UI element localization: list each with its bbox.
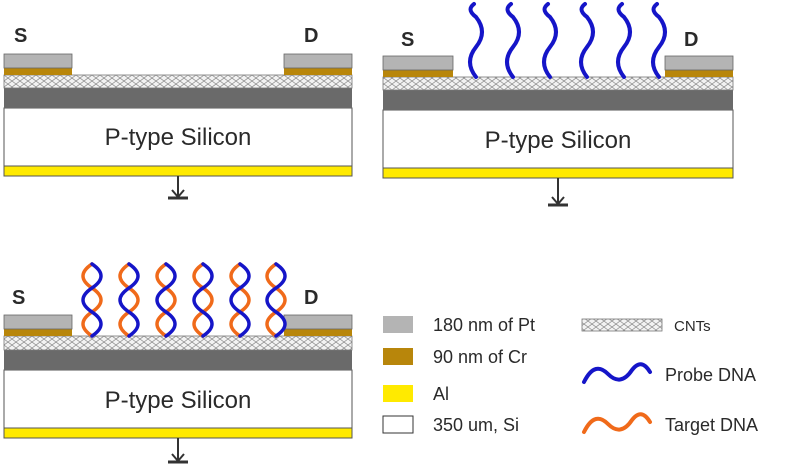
double-helix-group xyxy=(81,262,287,338)
legend-item-target: Target DNA xyxy=(582,412,758,435)
oxide-layer xyxy=(4,88,352,108)
source-cr-layer xyxy=(4,68,72,75)
source-label: S xyxy=(14,25,27,47)
legend-item-probe: Probe DNA xyxy=(582,362,756,385)
cnt-layer xyxy=(3,74,353,89)
drain-cr-layer xyxy=(665,70,733,77)
target-dna-strand xyxy=(81,262,103,338)
panel-probe-device: S D P-type Silicon xyxy=(382,2,734,207)
legend-label-pt: 180 nm of Pt xyxy=(433,315,535,335)
legend-item-si: 350 um, Si xyxy=(382,415,519,435)
drain-cr-layer xyxy=(284,329,352,336)
legend-swatch-cnt xyxy=(581,318,663,332)
probe-dna-strands xyxy=(468,2,667,79)
probe-dna-strand xyxy=(579,2,595,79)
drain-label: D xyxy=(304,25,318,47)
legend-swatch-pt xyxy=(383,316,413,333)
legend-swatch-target-icon xyxy=(582,412,652,434)
al-back-contact xyxy=(382,167,734,179)
cnt-layer xyxy=(3,335,353,351)
probe-dna-strand xyxy=(505,2,521,79)
drain-pt-electrode xyxy=(664,55,734,71)
target-dna-strand xyxy=(229,262,251,338)
probe-dna-strand xyxy=(118,262,140,338)
panel-bare-device: S D P-type Silicon xyxy=(3,25,353,200)
oxide-layer xyxy=(4,350,352,370)
source-cr-layer xyxy=(4,329,72,336)
probe-dna-strand xyxy=(155,262,177,338)
substrate-label: P-type Silicon xyxy=(485,127,632,154)
legend-item-cr: 90 nm of Cr xyxy=(383,347,527,367)
legend-swatch-al xyxy=(383,385,413,402)
legend-swatch-cr xyxy=(383,348,413,365)
silicon-substrate xyxy=(3,369,353,429)
legend-label-cr: 90 nm of Cr xyxy=(433,347,527,367)
source-label: S xyxy=(12,287,25,309)
substrate-label: P-type Silicon xyxy=(105,124,252,151)
legend-label-cnt: CNTs xyxy=(674,318,711,335)
al-back-contact xyxy=(3,165,353,177)
legend-label-probe: Probe DNA xyxy=(665,365,756,385)
substrate-label: P-type Silicon xyxy=(105,387,252,414)
source-label: S xyxy=(401,29,414,51)
target-dna-strand xyxy=(155,262,177,338)
drain-pt-electrode xyxy=(283,53,353,69)
probe-dna-strand xyxy=(192,262,214,338)
source-pt-electrode xyxy=(3,53,73,69)
target-dna-strand xyxy=(118,262,140,338)
ground-symbol-icon xyxy=(168,176,188,200)
legend: 180 nm of Pt 90 nm of Cr Al 350 um, Si C… xyxy=(382,315,758,435)
probe-dna-strand xyxy=(265,262,287,338)
panel-hybridized-device: S D P-type Silicon xyxy=(3,262,353,464)
ground-symbol-icon xyxy=(168,438,188,464)
source-pt-electrode xyxy=(382,55,454,71)
oxide-layer xyxy=(383,90,733,110)
legend-label-si: 350 um, Si xyxy=(433,415,519,435)
source-pt-electrode xyxy=(3,314,73,330)
legend-label-al: Al xyxy=(433,384,449,404)
probe-dna-strand xyxy=(81,262,103,338)
legend-label-target: Target DNA xyxy=(665,415,758,435)
legend-item-al: Al xyxy=(383,384,449,404)
silicon-substrate xyxy=(3,107,353,167)
drain-label: D xyxy=(684,29,698,51)
probe-dna-strand xyxy=(616,2,632,79)
probe-dna-strand xyxy=(468,2,484,79)
legend-item-cnt: CNTs xyxy=(581,318,711,335)
drain-label: D xyxy=(304,287,318,309)
legend-swatch-probe-icon xyxy=(582,362,652,384)
al-back-contact xyxy=(3,427,353,439)
probe-dna-strand xyxy=(229,262,251,338)
legend-item-pt: 180 nm of Pt xyxy=(383,315,535,335)
ground-symbol-icon xyxy=(548,178,568,207)
legend-swatch-si xyxy=(382,415,414,434)
source-cr-layer xyxy=(383,70,453,77)
drain-pt-electrode xyxy=(283,314,353,330)
probe-dna-strand xyxy=(542,2,558,79)
probe-dna-strand xyxy=(651,2,667,79)
cnt-layer xyxy=(382,76,734,91)
target-dna-strand xyxy=(265,262,287,338)
target-dna-strand xyxy=(192,262,214,338)
drain-cr-layer xyxy=(284,68,352,75)
